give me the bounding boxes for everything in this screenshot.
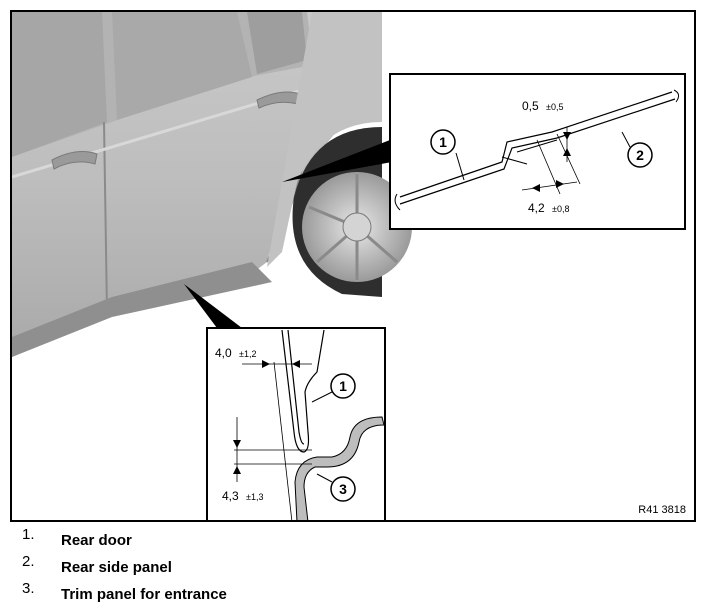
detail-bottom: 4,0 ±1,2 4,3 ±1,3 1 3 (206, 327, 386, 520)
dim-gap-bottom-tol: ±1,2 (239, 349, 256, 359)
dim-gap-top: 0,5 (522, 99, 539, 113)
legend-item: 1. Rear door (0, 526, 706, 554)
callout-top-1: 1 (439, 134, 447, 150)
legend-item: 3. Trim panel for entrance (0, 580, 706, 608)
legend-text: Trim panel for entrance (61, 586, 227, 603)
dim-gap-bottom: 4,0 (215, 346, 232, 360)
legend-item: 2. Rear side panel (0, 553, 706, 581)
detail-top: 0,5 ±0,5 4,2 ±0,8 1 2 (389, 73, 686, 230)
dim-offset-top-tol: ±0,8 (552, 204, 569, 214)
car-body (12, 12, 382, 357)
pointer-top (282, 140, 392, 182)
dim-offset-bottom-tol: ±1,3 (246, 492, 263, 502)
legend-number: 2. (22, 553, 35, 570)
car-illustration: 0,5 ±0,5 4,2 ±0,8 1 2 (12, 12, 686, 520)
dim-offset-top: 4,2 (528, 201, 545, 215)
diagram-figure: 0,5 ±0,5 4,2 ±0,8 1 2 (10, 10, 696, 522)
legend-text: Rear side panel (61, 559, 172, 576)
callout-bottom-3: 3 (339, 481, 347, 497)
dim-gap-top-tol: ±0,5 (546, 102, 563, 112)
pointer-bottom (184, 284, 242, 328)
callout-top-2: 2 (636, 147, 644, 163)
legend-number: 3. (22, 580, 35, 597)
figure-reference: R41 3818 (638, 504, 686, 516)
legend-number: 1. (22, 526, 35, 543)
dim-offset-bottom: 4,3 (222, 489, 239, 503)
legend-text: Rear door (61, 532, 132, 549)
callout-bottom-1: 1 (339, 378, 347, 394)
